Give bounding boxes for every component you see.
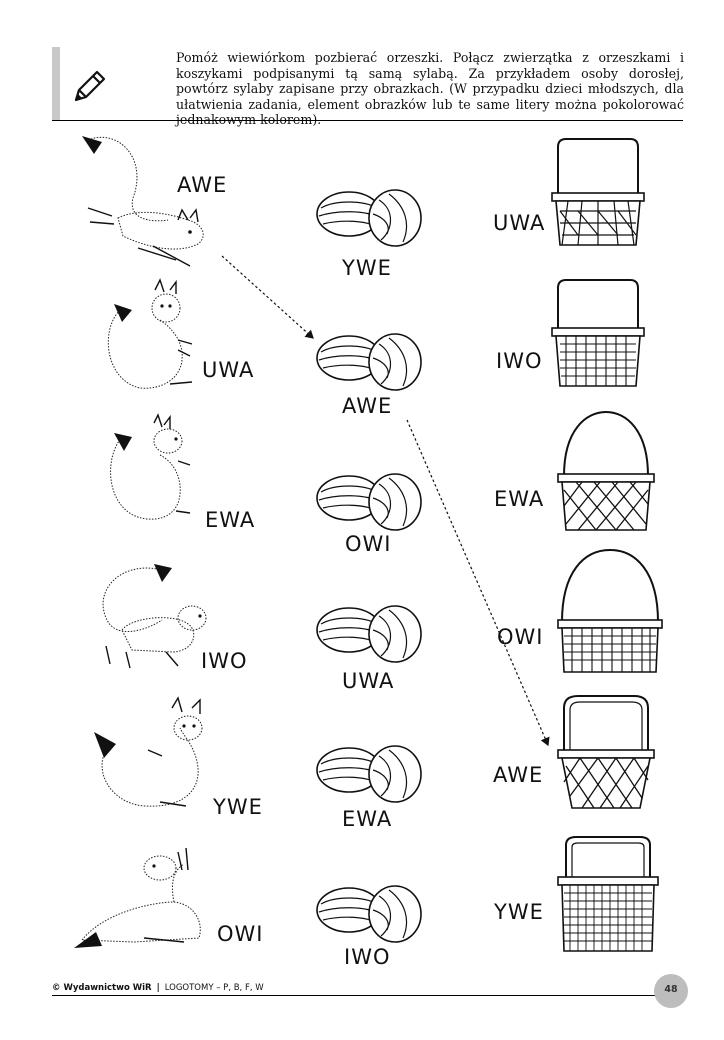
page-number: 48 bbox=[664, 984, 678, 995]
squirrel-icon bbox=[102, 564, 207, 669]
walnut-icon bbox=[316, 189, 422, 247]
walnut-icon bbox=[316, 473, 422, 531]
squirrel-icon bbox=[107, 278, 193, 389]
squirrel-label-4: IWO bbox=[201, 649, 248, 673]
squirrel-label-3: EWA bbox=[205, 508, 256, 532]
header-divider bbox=[52, 120, 683, 121]
footer-divider bbox=[52, 995, 682, 996]
basket-label-2: IWO bbox=[496, 349, 543, 373]
nut-label-2: AWE bbox=[342, 394, 393, 418]
basket-label-3: EWA bbox=[494, 487, 545, 511]
basket-icon bbox=[557, 695, 655, 809]
squirrel-label-5: YWE bbox=[213, 795, 263, 819]
instructions-text: Pomóż wiewiórkom pozbierać orzeszki. Poł… bbox=[176, 50, 684, 128]
basket-label-5: AWE bbox=[493, 763, 544, 787]
basket-label-4: OWI bbox=[497, 625, 544, 649]
footer-title: LOGOTOMY – P, B, F, W bbox=[164, 983, 264, 993]
squirrel-icon bbox=[110, 413, 191, 520]
squirrel-icon bbox=[94, 696, 203, 807]
page-number-badge bbox=[654, 974, 688, 1008]
footer-separator: | bbox=[156, 983, 160, 993]
squirrel-icon bbox=[74, 847, 201, 948]
example-line-squirrel-to-nut bbox=[221, 255, 314, 339]
header-accent-bar bbox=[52, 47, 60, 121]
basket-icon bbox=[557, 410, 655, 531]
basket-icon bbox=[551, 279, 645, 387]
nut-label-6: IWO bbox=[344, 945, 391, 969]
pencil-icon bbox=[70, 66, 110, 106]
basket-icon bbox=[557, 548, 663, 673]
example-line-nut-to-basket bbox=[406, 419, 550, 747]
basket-icon bbox=[551, 138, 645, 246]
nut-label-4: UWA bbox=[342, 669, 395, 693]
footer: © Wydawnictwo WiR | LOGOTOMY – P, B, F, W bbox=[52, 983, 264, 993]
squirrel-icon bbox=[82, 136, 204, 267]
basket-label-6: YWE bbox=[494, 900, 544, 924]
squirrel-label-1: AWE bbox=[177, 173, 228, 197]
walnut-icon bbox=[316, 605, 422, 663]
nut-label-1: YWE bbox=[342, 256, 392, 280]
nut-label-3: OWI bbox=[345, 532, 392, 556]
basket-icon bbox=[557, 836, 659, 952]
basket-label-1: UWA bbox=[493, 211, 546, 235]
walnut-icon bbox=[316, 745, 422, 803]
walnut-icon bbox=[316, 885, 422, 943]
nut-label-5: EWA bbox=[342, 807, 393, 831]
walnut-icon bbox=[316, 333, 422, 391]
squirrel-label-6: OWI bbox=[217, 922, 264, 946]
footer-publisher: © Wydawnictwo WiR bbox=[52, 983, 152, 993]
squirrel-label-2: UWA bbox=[202, 358, 255, 382]
